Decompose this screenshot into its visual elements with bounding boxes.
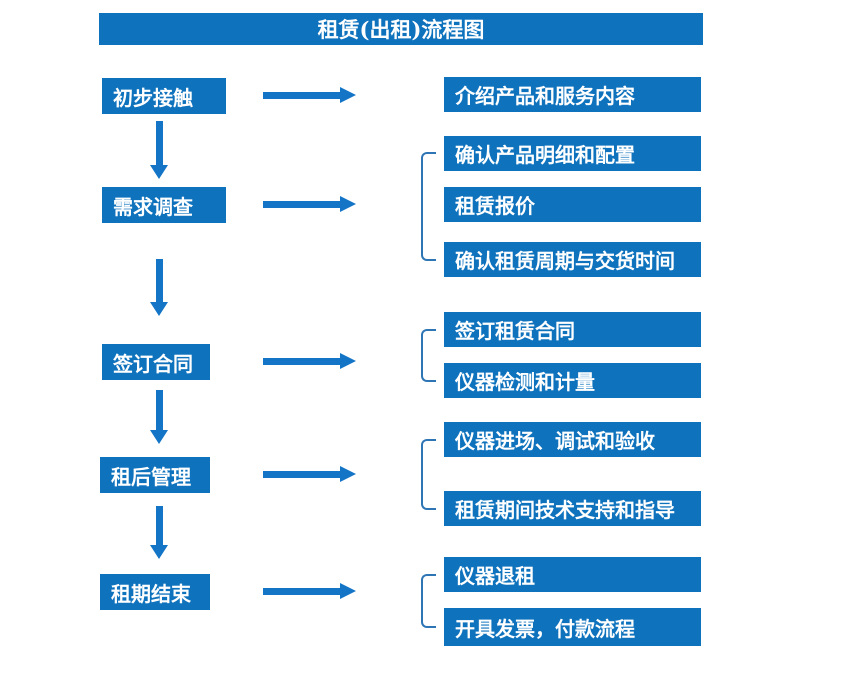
step-box-initial-contact: 初步接触: [102, 78, 226, 114]
detail-box: 确认租赁周期与交货时间: [444, 242, 701, 277]
arrow-right-icon: [263, 583, 356, 600]
detail-label: 仪器退租: [455, 564, 535, 588]
arrow-right-icon: [263, 353, 356, 370]
step-label: 需求调查: [113, 194, 193, 219]
step-label: 初步接触: [113, 85, 193, 110]
detail-label: 签订租赁合同: [455, 319, 575, 343]
bracket-left: [421, 152, 436, 261]
step-box-demand-survey: 需求调查: [102, 187, 226, 223]
detail-box: 介绍产品和服务内容: [444, 77, 701, 112]
arrow-down-icon: [150, 121, 168, 179]
arrow-right-icon: [263, 466, 356, 483]
arrow-down-icon: [150, 390, 168, 444]
detail-label: 仪器进场、调试和验收: [455, 429, 655, 453]
detail-box: 租赁期间技术支持和指导: [444, 491, 701, 526]
step-label: 签订合同: [113, 351, 193, 376]
step-box-lease-end: 租期结束: [100, 574, 210, 610]
detail-label: 介绍产品和服务内容: [455, 84, 635, 108]
detail-box: 确认产品明细和配置: [444, 136, 701, 171]
flowchart-title-bar: 租赁(出租)流程图: [99, 13, 703, 45]
detail-box: 签订租赁合同: [444, 312, 701, 347]
arrow-down-icon: [150, 259, 168, 316]
detail-label: 开具发票，付款流程: [455, 616, 635, 641]
step-label: 租后管理: [111, 464, 191, 489]
bracket-left: [421, 574, 436, 628]
step-label: 租期结束: [111, 581, 191, 606]
bracket-left: [421, 439, 436, 510]
arrow-down-icon: [150, 506, 168, 559]
detail-label: 仪器检测和计量: [455, 370, 595, 394]
arrow-right-icon: [263, 196, 356, 213]
arrow-right-icon: [263, 87, 356, 104]
detail-box: 仪器检测和计量: [444, 363, 701, 398]
step-box-post-rental-management: 租后管理: [100, 457, 210, 493]
detail-label: 确认产品明细和配置: [455, 143, 635, 167]
bracket-left: [421, 329, 436, 382]
detail-box: 开具发票，付款流程: [444, 608, 701, 646]
flowchart-title: 租赁(出租)流程图: [317, 17, 485, 42]
detail-label: 租赁报价: [455, 194, 535, 218]
detail-label: 租赁期间技术支持和指导: [455, 498, 675, 522]
detail-label: 确认租赁周期与交货时间: [455, 249, 675, 273]
detail-box: 仪器进场、调试和验收: [444, 422, 701, 457]
detail-box: 仪器退租: [444, 557, 701, 592]
step-box-sign-contract: 签订合同: [102, 344, 210, 380]
detail-box: 租赁报价: [444, 187, 701, 222]
